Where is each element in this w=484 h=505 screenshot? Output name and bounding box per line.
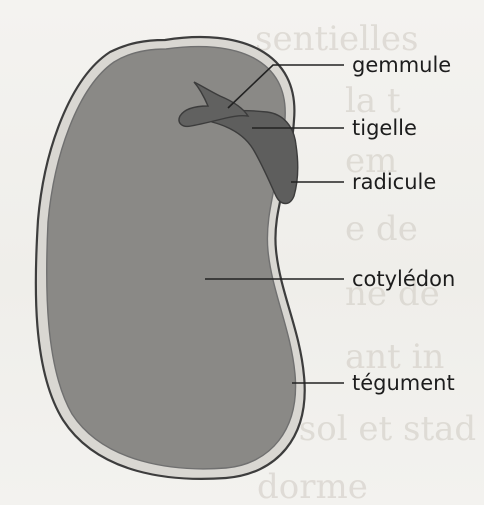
label-radicule: radicule [352, 170, 436, 194]
label-tigelle: tigelle [352, 116, 417, 140]
svg-text:e de: e de [345, 209, 418, 249]
label-cotyledon: cotylédon [352, 267, 455, 291]
svg-text:dorme: dorme [257, 467, 368, 505]
cotyledon-shape [47, 47, 296, 469]
svg-text:la t: la t [345, 81, 401, 121]
label-tegument: tégument [352, 371, 455, 395]
label-gemmule: gemmule [352, 53, 451, 77]
